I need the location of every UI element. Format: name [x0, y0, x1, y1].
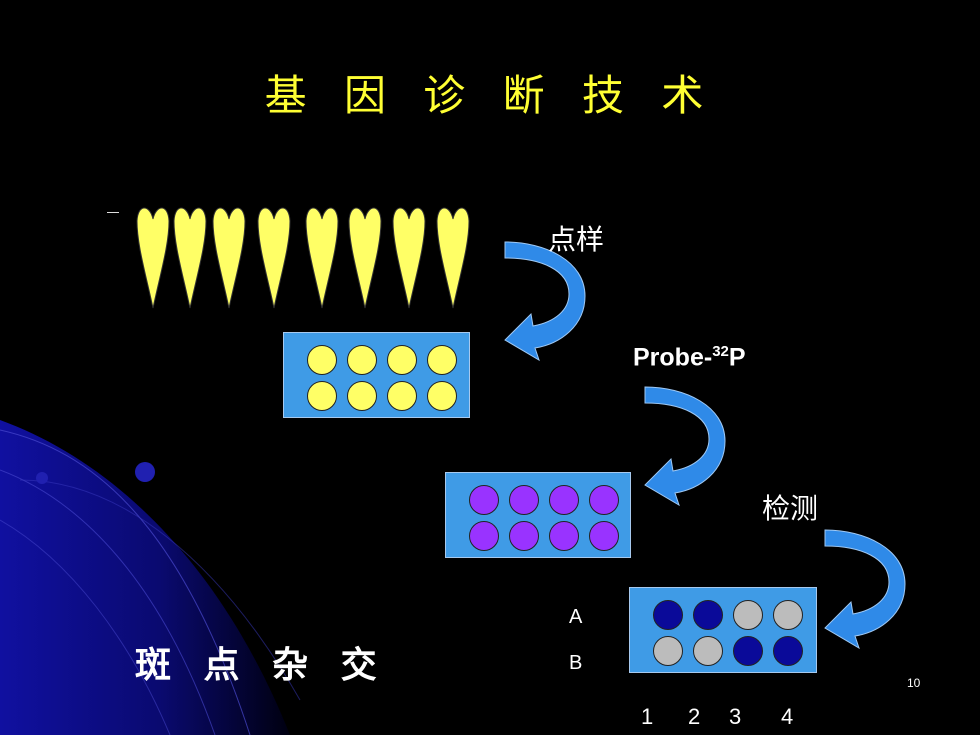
drop-icon — [173, 207, 207, 309]
probe-isotope: 32 — [712, 343, 729, 360]
well-negative — [653, 636, 683, 666]
probe-plate — [445, 472, 631, 558]
well-sample — [307, 381, 337, 411]
well-negative — [733, 600, 763, 630]
column-label-1: 1 — [641, 704, 654, 729]
well-probe_dot — [509, 521, 539, 551]
well-probe_dot — [469, 485, 499, 515]
dot-blot-label: 斑 点 杂 交 — [135, 645, 387, 686]
well-probe_dot — [469, 521, 499, 551]
drop-icon — [305, 207, 339, 309]
well-positive — [773, 636, 803, 666]
drop-icon — [392, 207, 426, 309]
drop-icon — [136, 207, 170, 309]
well-sample — [387, 381, 417, 411]
row-label-b: B — [569, 652, 583, 674]
well-negative — [773, 600, 803, 630]
curved-arrow-icon — [644, 386, 726, 507]
probe-label: Probe-32P — [633, 343, 746, 372]
curved-arrow-icon — [504, 241, 586, 362]
well-sample — [347, 345, 377, 375]
column-label-2: 2 — [688, 704, 701, 729]
well-positive — [693, 600, 723, 630]
well-probe_dot — [549, 485, 579, 515]
sample-plate — [283, 332, 470, 418]
column-label-4: 4 — [781, 704, 794, 729]
well-sample — [427, 381, 457, 411]
well-probe_dot — [509, 485, 539, 515]
well-positive — [733, 636, 763, 666]
detection-plate — [629, 587, 817, 673]
row-label-a: A — [569, 606, 583, 628]
well-probe_dot — [589, 485, 619, 515]
well-probe_dot — [589, 521, 619, 551]
spotting-label: 点样 — [548, 223, 605, 256]
column-label-3: 3 — [729, 704, 742, 729]
drop-icon — [348, 207, 382, 309]
slide-title: 基 因 诊 断 技 术 — [264, 71, 716, 120]
page-number: 10 — [907, 676, 921, 690]
well-sample — [307, 345, 337, 375]
step-arrows — [504, 241, 906, 650]
probe-element: P — [728, 343, 746, 372]
well-sample — [427, 345, 457, 375]
well-sample — [347, 381, 377, 411]
detection-label: 检测 — [762, 492, 819, 525]
curved-arrow-icon — [824, 529, 906, 650]
well-probe_dot — [549, 521, 579, 551]
drop-icon — [257, 207, 291, 309]
probe-name: Probe- — [633, 343, 713, 372]
sample-drops — [136, 207, 470, 309]
well-negative — [693, 636, 723, 666]
drop-icon — [436, 207, 470, 309]
drop-icon — [212, 207, 246, 309]
well-sample — [387, 345, 417, 375]
well-positive — [653, 600, 683, 630]
dash-mark — [107, 212, 119, 213]
